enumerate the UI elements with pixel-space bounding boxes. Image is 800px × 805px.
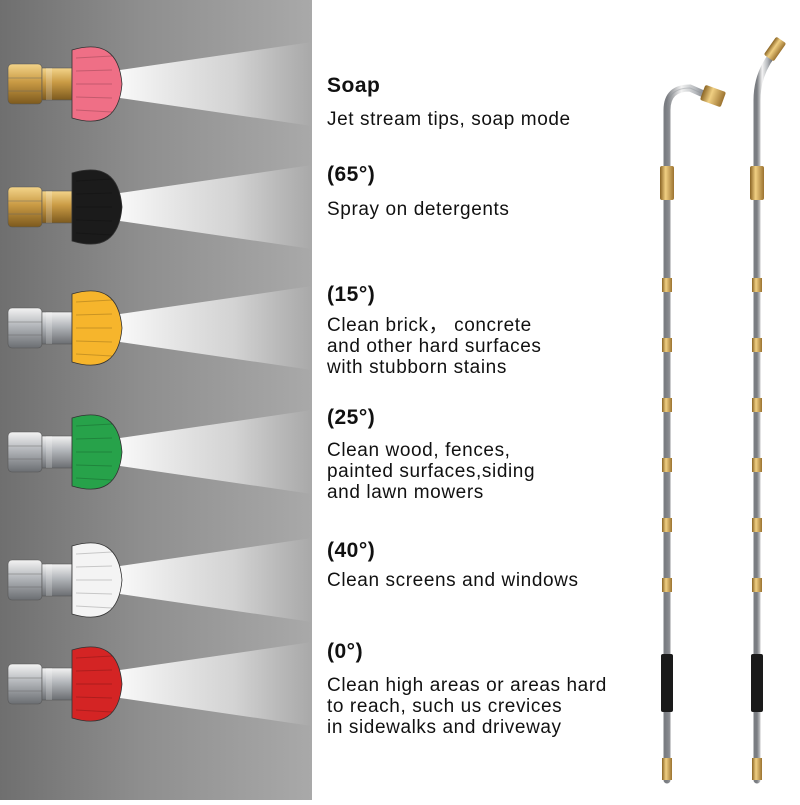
label-65-heading: (65°) xyxy=(327,163,376,186)
label-0-desc-2: to reach, such us crevices xyxy=(327,696,563,717)
label-15-heading: (15°) xyxy=(327,283,376,306)
nozzle-tip xyxy=(7,286,312,370)
label-0-desc-3: in sidewalks and driveway xyxy=(327,717,562,738)
extension-wand-panel xyxy=(640,0,800,800)
label-40-desc: Clean screens and windows xyxy=(327,570,579,591)
label-15-desc-2: and other hard surfaces xyxy=(327,336,542,357)
nozzle-photo-panel xyxy=(0,0,312,800)
extension-wand-right xyxy=(750,37,786,784)
nozzle-tip xyxy=(7,410,312,494)
extension-wand-left xyxy=(660,84,726,784)
label-0-heading: (0°) xyxy=(327,640,364,663)
nozzle-color-cap xyxy=(71,414,123,490)
spray-cone xyxy=(120,286,312,370)
spray-cone xyxy=(120,165,312,249)
wand-grip xyxy=(661,654,673,712)
wand-grip xyxy=(751,654,763,712)
label-25-desc-3: and lawn mowers xyxy=(327,482,484,503)
spray-cone xyxy=(120,410,312,494)
wand-tip-coupler xyxy=(700,85,726,107)
label-15-desc-1: Clean brick， concrete xyxy=(327,315,532,336)
nozzle-tip xyxy=(7,538,312,622)
nozzle-tip xyxy=(7,165,312,249)
label-25-desc-1: Clean wood, fences, xyxy=(327,440,511,461)
nozzle-color-cap xyxy=(71,169,123,245)
wand-tip-coupler xyxy=(764,37,786,61)
label-65-desc: Spray on detergents xyxy=(327,199,510,220)
label-soap-desc: Jet stream tips, soap mode xyxy=(327,109,571,130)
nozzle-color-cap xyxy=(71,646,123,722)
nozzle-tip xyxy=(7,42,312,126)
nozzle-color-cap xyxy=(71,290,123,366)
label-25-desc-2: painted surfaces,siding xyxy=(327,461,536,482)
label-0-desc-1: Clean high areas or areas hard xyxy=(327,675,607,696)
nozzle-tip xyxy=(7,642,312,726)
nozzle-tips-illustration xyxy=(0,0,312,800)
label-soap-heading: Soap xyxy=(327,74,381,97)
spray-cone xyxy=(120,538,312,622)
spray-cone xyxy=(120,42,312,126)
nozzle-color-cap xyxy=(71,46,123,122)
label-40-heading: (40°) xyxy=(327,539,376,562)
label-25-heading: (25°) xyxy=(327,406,376,429)
nozzle-color-cap xyxy=(71,542,123,618)
extension-wands-illustration xyxy=(660,37,786,784)
wand-coupler xyxy=(660,166,674,200)
label-15-desc-3: with stubborn stains xyxy=(327,357,507,378)
spray-cone xyxy=(120,642,312,726)
wand-coupler xyxy=(750,166,764,200)
